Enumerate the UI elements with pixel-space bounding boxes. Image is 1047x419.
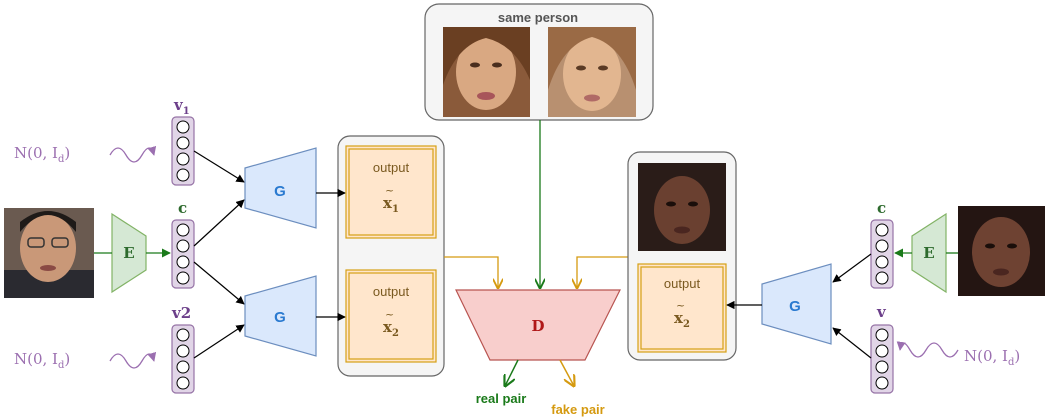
vector-v1	[171, 116, 195, 186]
face-photo-woman-4	[958, 206, 1045, 296]
arrow-c-to-gright	[832, 253, 872, 283]
face-photo-woman-3	[638, 163, 726, 251]
output-label-right: output	[664, 276, 701, 291]
arrow-c-to-gbottom	[193, 261, 245, 305]
svg-text:x1: x1	[383, 194, 399, 215]
arrow-outputs-to-d	[444, 256, 498, 288]
arrow-d-real	[505, 359, 519, 386]
arrow-v-to-gright	[832, 327, 872, 359]
noise-arrow-top	[109, 145, 157, 163]
noise-arrow-bottom	[109, 351, 157, 369]
noise-label-top: N(0, Id)	[14, 144, 70, 165]
vector-c-right	[870, 219, 894, 289]
vector-v2	[171, 324, 195, 394]
same-person-label: same person	[498, 10, 578, 25]
arrow-real-to-d	[577, 256, 636, 288]
arrow-c-to-gtop	[193, 199, 245, 247]
encoder-right-label: E	[923, 244, 934, 262]
output-label-x1: output	[373, 160, 410, 175]
noise-arrow-right	[896, 341, 959, 358]
generator-top-label: G	[274, 183, 286, 200]
discriminator: D	[455, 289, 621, 361]
real-pair-label: real pair	[476, 391, 527, 406]
arrow-v2-to-gbottom	[193, 324, 245, 359]
arrow-d-fake	[559, 359, 574, 386]
encoder-left-label: E	[123, 244, 134, 262]
face-photo-woman-2	[548, 27, 636, 117]
generator-bottom-label: G	[274, 309, 286, 326]
svg-text:~: ~	[385, 184, 394, 197]
same-person-group: same person	[424, 3, 654, 121]
svg-text:~: ~	[385, 308, 394, 321]
fake-pair-label: fake pair	[551, 402, 604, 417]
svg-text:x2: x2	[383, 318, 399, 339]
discriminator-label: D	[531, 317, 544, 335]
face-photo-woman-1	[443, 27, 530, 117]
output-label-x2: output	[373, 284, 410, 299]
generator-right-label: G	[789, 298, 801, 315]
vector-v2-label: v2	[171, 304, 191, 322]
vector-c-label-right: c	[877, 199, 886, 217]
output-x1: x1 ~	[383, 184, 399, 215]
generator-right: G	[761, 263, 832, 345]
noise-label-bottom: N(0, Id)	[14, 350, 70, 371]
output-x2: x2 ~	[383, 308, 399, 339]
face-photo-man	[4, 208, 94, 298]
encoder-left: E	[111, 212, 147, 294]
generator-top: G	[244, 147, 317, 229]
vector-v-label-right: v	[876, 303, 887, 321]
outputs-group-left	[337, 135, 445, 377]
svg-text:~: ~	[676, 299, 685, 312]
output-x2-right: x2 ~	[674, 299, 690, 330]
svg-text:N(0, Id): N(0, Id)	[14, 350, 70, 371]
noise-label-right: N(0, Id)	[964, 347, 1020, 368]
vector-c-left	[171, 219, 195, 289]
svg-text:N(0, Id): N(0, Id)	[964, 347, 1020, 368]
vector-c-label-left: c	[178, 199, 187, 217]
vector-v-right	[870, 324, 894, 394]
arrow-v1-to-gtop	[193, 150, 245, 183]
vector-v1-label: v1	[173, 96, 190, 117]
svg-text:N(0, Id): N(0, Id)	[14, 144, 70, 165]
svg-text:x2: x2	[674, 309, 690, 330]
generator-bottom: G	[244, 275, 317, 357]
encoder-right: E	[911, 212, 947, 294]
